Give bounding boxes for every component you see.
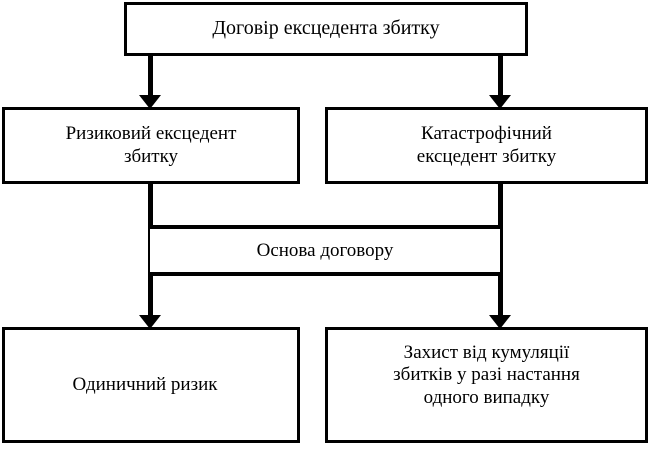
node-contract-basis-label: Основа договору — [256, 239, 394, 261]
arrowhead-down-icon-top-right — [489, 95, 511, 109]
node-catastrophe-excess-of-loss[interactable]: Катастрофічний ексцедент збитку — [325, 107, 648, 184]
node-single-risk[interactable]: Одиничний ризик — [2, 327, 300, 443]
arrowhead-down-icon-bottom-left — [139, 315, 161, 329]
node-cumulation-protection[interactable]: Захист від кумуляції збитків у разі наст… — [325, 327, 648, 443]
node-cumulation-protection-label: Захист від кумуляції збитків у разі наст… — [393, 342, 580, 408]
connector-catastrophe-excess-to-protection-line — [498, 184, 503, 319]
arrowhead-down-icon-top-left — [139, 95, 161, 109]
connector-top-to-catastrophe-excess-line — [498, 55, 503, 99]
node-catastrophe-excess-of-loss-label: Катастрофічний ексцедент збитку — [416, 123, 557, 167]
node-contract-basis[interactable]: Основа договору — [150, 225, 500, 276]
node-single-risk-label: Одиничний ризик — [72, 373, 218, 395]
node-excess-of-loss-contract-label: Договір ексцедента збитку — [212, 17, 440, 40]
node-risk-excess-of-loss[interactable]: Ризиковий ексцедент збитку — [2, 107, 300, 184]
arrowhead-down-icon-bottom-right — [489, 315, 511, 329]
node-risk-excess-of-loss-label: Ризиковий ексцедент збитку — [65, 123, 237, 167]
connector-top-to-risk-excess-line — [148, 55, 153, 99]
node-excess-of-loss-contract[interactable]: Договір ексцедента збитку — [124, 2, 528, 56]
